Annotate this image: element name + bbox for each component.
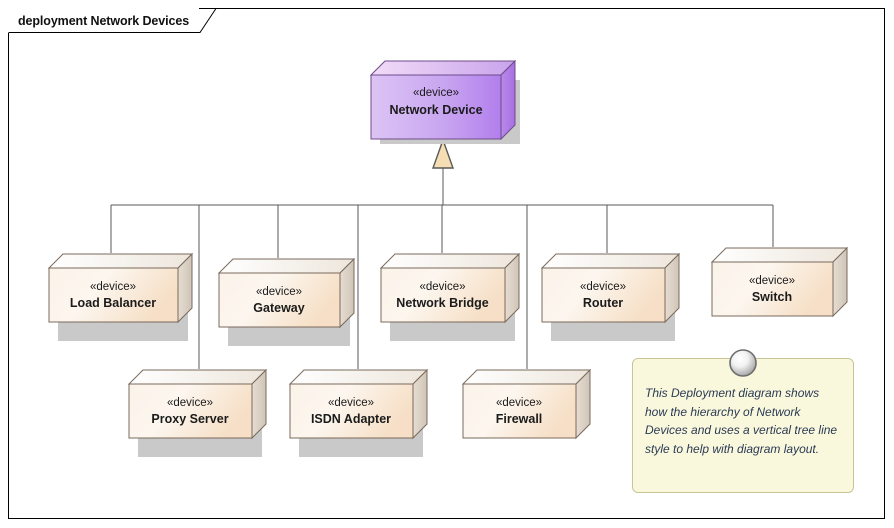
- note-pin-icon: [729, 349, 757, 377]
- node-firewall-shape: [462, 369, 592, 440]
- node-proxy-server-shape: [128, 369, 268, 457]
- note-text-line: how the hierarchy of Network: [645, 404, 801, 419]
- note-text-line: Devices and uses a vertical tree line: [645, 423, 838, 437]
- node-gateway[interactable]: «device» Gateway: [218, 258, 362, 348]
- node-proxy-server[interactable]: «device» Proxy Server: [128, 369, 274, 459]
- node-switch[interactable]: «device» Switch: [711, 247, 855, 337]
- node-load-balancer-shape: [48, 253, 194, 341]
- node-switch-shape: [711, 247, 849, 318]
- node-load-balancer[interactable]: «device» Load Balancer: [48, 253, 200, 343]
- frame-title-tab: deployment Network Devices: [8, 8, 200, 33]
- diagram-note[interactable]: This Deployment diagram shows how the hie…: [632, 348, 854, 493]
- node-gateway-shape: [218, 258, 356, 346]
- node-isdn-adapter[interactable]: «device» ISDN Adapter: [289, 369, 435, 459]
- node-firewall[interactable]: «device» Firewall: [462, 369, 598, 459]
- note-text-line: This Deployment diagram shows: [645, 386, 820, 400]
- node-network-bridge[interactable]: «device» Network Bridge: [380, 253, 527, 343]
- note-text-line: style to help with diagram layout.: [645, 441, 820, 456]
- root-node-network-device[interactable]: «device» Network Device: [370, 60, 530, 150]
- node-router-shape: [541, 253, 681, 341]
- note-text: This Deployment diagram shows how the hie…: [645, 384, 845, 458]
- note-body: [632, 358, 854, 493]
- node-network-bridge-shape: [380, 253, 521, 341]
- root-node-shape: [370, 60, 520, 144]
- node-isdn-adapter-shape: [289, 369, 429, 457]
- frame-title-label: deployment Network Devices: [18, 13, 190, 28]
- node-router[interactable]: «device» Router: [541, 253, 687, 343]
